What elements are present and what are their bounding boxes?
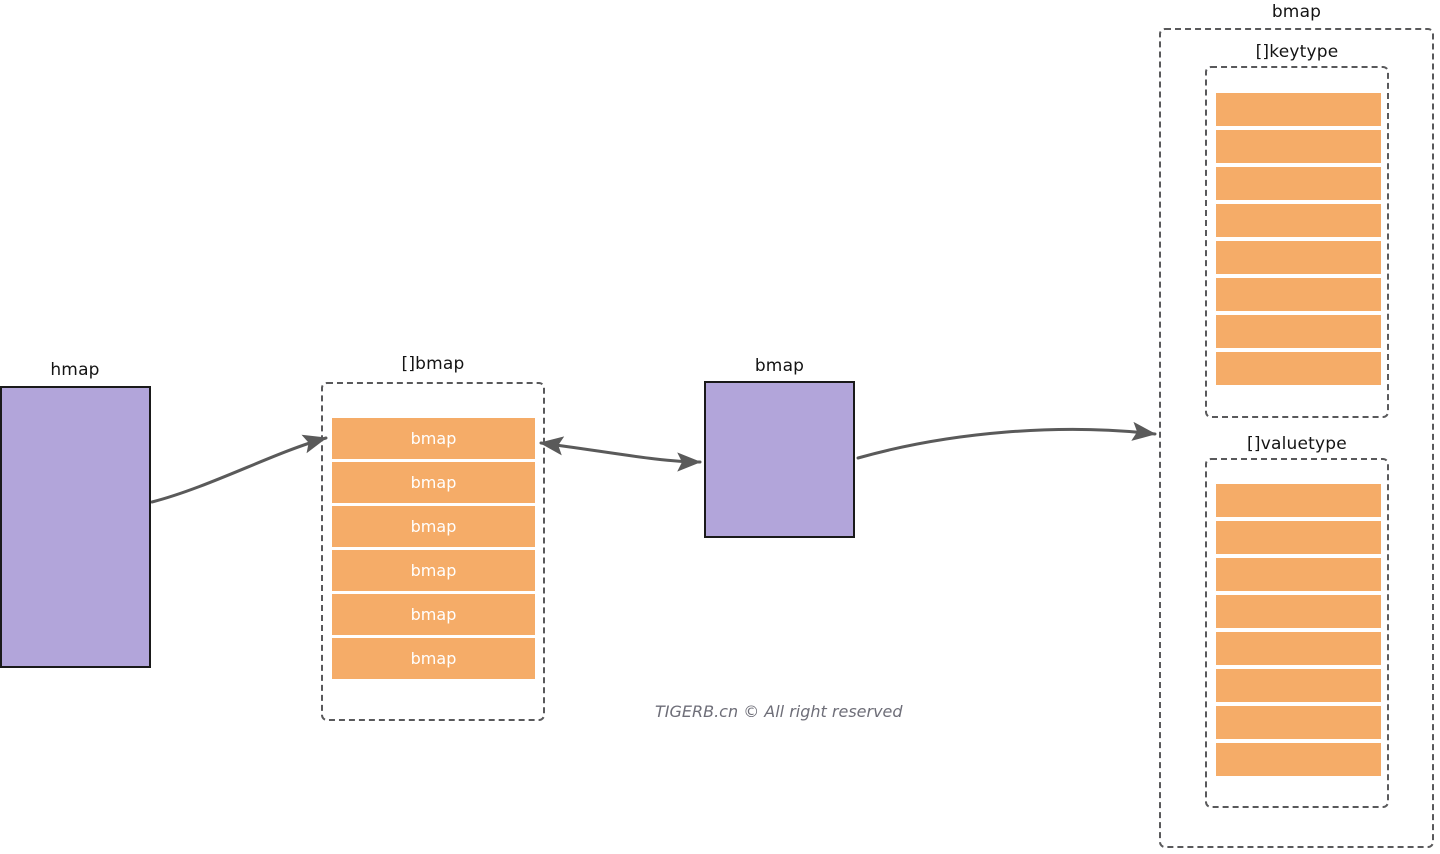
arrow-bmap-slice-to-bmap <box>539 436 702 472</box>
valuetype-slice-container[interactable] <box>1205 458 1389 808</box>
watermark: TIGERB.cn © All right reserved <box>655 702 903 721</box>
bmap-detail-container[interactable] <box>1159 28 1434 848</box>
valuetype-cell[interactable] <box>1216 558 1381 591</box>
valuetype-cell[interactable] <box>1216 669 1381 702</box>
valuetype-slice-label: []valuetype <box>1247 434 1347 454</box>
bmap-cell[interactable]: bmap <box>332 638 535 679</box>
keytype-cell[interactable] <box>1216 241 1381 274</box>
keytype-slice-container[interactable] <box>1205 66 1389 418</box>
valuetype-cell[interactable] <box>1216 521 1381 554</box>
bmap-slice-cells: bmap bmap bmap bmap bmap bmap <box>332 418 535 686</box>
arrow-bmap-to-bmap-detail <box>856 421 1157 460</box>
bmap-detail-label: bmap <box>1271 2 1322 22</box>
keytype-cell[interactable] <box>1216 130 1381 163</box>
bmap-box-label: bmap <box>754 356 805 376</box>
keytype-cell[interactable] <box>1216 204 1381 237</box>
keytype-cell[interactable] <box>1216 315 1381 348</box>
keytype-slice-label: []keytype <box>1255 42 1339 62</box>
bmap-cell[interactable]: bmap <box>332 594 535 635</box>
valuetype-cell[interactable] <box>1216 706 1381 739</box>
bmap-box[interactable] <box>704 381 855 538</box>
valuetype-cell[interactable] <box>1216 743 1381 776</box>
bmap-slice-container[interactable] <box>321 382 545 721</box>
bmap-cell[interactable]: bmap <box>332 506 535 547</box>
bmap-cell[interactable]: bmap <box>332 418 535 459</box>
hmap-label: hmap <box>50 360 100 380</box>
keytype-cell[interactable] <box>1216 167 1381 200</box>
keytype-slice-cells <box>1216 93 1381 390</box>
valuetype-cell[interactable] <box>1216 484 1381 517</box>
hmap-box[interactable] <box>0 386 151 668</box>
bmap-cell[interactable]: bmap <box>332 550 535 591</box>
keytype-cell[interactable] <box>1216 93 1381 126</box>
valuetype-cell[interactable] <box>1216 632 1381 665</box>
valuetype-cell[interactable] <box>1216 595 1381 628</box>
keytype-cell[interactable] <box>1216 278 1381 311</box>
arrow-hmap-to-bmap-slice <box>150 434 328 504</box>
valuetype-slice-cells <box>1216 484 1381 781</box>
bmap-slice-label: []bmap <box>401 354 465 374</box>
keytype-cell[interactable] <box>1216 352 1381 385</box>
bmap-cell[interactable]: bmap <box>332 462 535 503</box>
